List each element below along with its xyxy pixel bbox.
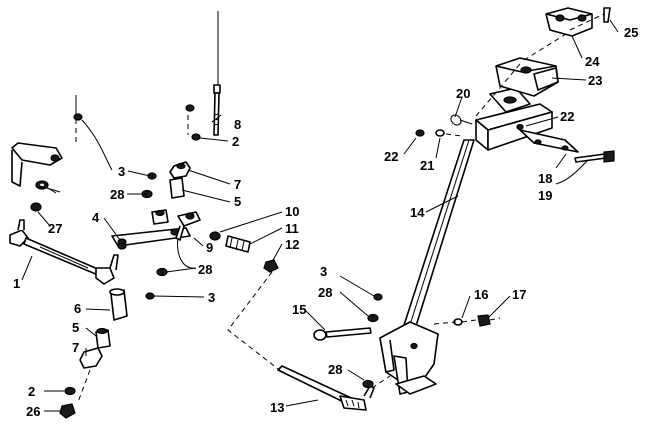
tie-rod-end-9 [175, 211, 201, 241]
bolt-19 [574, 150, 615, 163]
washer-28-right [367, 313, 379, 323]
callout-10: 10 [285, 204, 299, 219]
nut-top-left [73, 113, 83, 121]
washer-22-left [415, 129, 425, 137]
callout-15: 15 [292, 302, 306, 317]
callout-3-center: 3 [208, 290, 215, 305]
callout-12: 12 [285, 237, 299, 252]
callout-5-upper: 5 [234, 194, 241, 209]
callout-1: 1 [13, 276, 20, 291]
nut-12 [263, 259, 279, 273]
callout-28-center: 28 [198, 262, 212, 277]
bolt-15 [313, 327, 372, 341]
callout-3-left: 3 [118, 164, 125, 179]
callout-9: 9 [206, 240, 213, 255]
washer-21 [435, 129, 445, 137]
centerline-column-top [475, 13, 605, 117]
tie-rod-1 [9, 219, 119, 285]
callout-14: 14 [410, 205, 425, 220]
callout-19: 19 [538, 188, 552, 203]
callout-numbers: 1 2 2 3 3 3 4 5 5 6 7 7 8 9 10 11 12 13 … [13, 25, 638, 419]
callout-20: 20 [456, 86, 470, 101]
bolt-8 [213, 84, 221, 136]
callout-5-lower: 5 [72, 320, 79, 335]
upper-column-bracket [475, 87, 553, 151]
steering-arm-4 [111, 227, 191, 247]
callout-16: 16 [474, 287, 488, 302]
bushing-7-lower [79, 347, 103, 369]
bracket-18 [519, 129, 579, 153]
callout-23: 23 [588, 73, 602, 88]
callout-28-left: 28 [110, 187, 124, 202]
callout-7-upper: 7 [234, 177, 241, 192]
nut-3-center [145, 292, 155, 300]
drag-link-13 [277, 365, 375, 411]
washer-unlabeled [117, 242, 127, 250]
bolt-25 [603, 7, 611, 23]
nut-3-right [373, 293, 383, 301]
callout-28-right: 28 [318, 285, 332, 300]
callout-26: 26 [26, 404, 40, 419]
callout-24: 24 [585, 54, 600, 69]
washer-27 [30, 202, 42, 212]
nut-upper-right [185, 104, 195, 112]
bushing-7-upper [169, 161, 191, 179]
clamp-lower-23 [495, 57, 559, 97]
callout-11: 11 [285, 221, 299, 236]
callout-28-bottom: 28 [328, 362, 342, 377]
callout-18: 18 [538, 171, 552, 186]
lower-column-bracket [379, 321, 439, 395]
callout-21: 21 [420, 158, 434, 173]
washer-28-bottom [362, 379, 374, 389]
washer-28-center [156, 267, 168, 277]
sleeve-6 [109, 288, 128, 321]
callout-4: 4 [92, 210, 100, 225]
jam-nut-10 [209, 231, 221, 241]
pitman-arm-bracket [11, 142, 63, 187]
washer-2-lower [64, 386, 76, 396]
callout-22-left: 22 [384, 149, 398, 164]
callout-2-upper: 2 [232, 134, 239, 149]
callout-6: 6 [74, 301, 81, 316]
centerline-drag-link [227, 271, 283, 373]
callout-22-right: 22 [560, 109, 574, 124]
callout-17: 17 [512, 287, 526, 302]
leader-lines [21, 11, 619, 412]
adjuster-11 [225, 235, 251, 253]
nut-2-upper [191, 133, 201, 141]
callout-3-right: 3 [320, 264, 327, 279]
callout-8: 8 [234, 117, 241, 132]
spacer-5-lower [95, 327, 111, 349]
nut-26 [59, 403, 76, 419]
callout-2-lower: 2 [28, 384, 35, 399]
spacer-5-upper [169, 177, 185, 199]
callout-25: 25 [624, 25, 638, 40]
washer-22-right [516, 123, 524, 131]
callout-7-lower: 7 [72, 340, 79, 355]
nut-17 [477, 314, 491, 327]
clip-20 [450, 114, 473, 126]
callout-27: 27 [48, 221, 62, 236]
clamp-upper-24 [545, 7, 593, 37]
callout-13: 13 [270, 400, 284, 415]
bushing-center [151, 209, 169, 225]
